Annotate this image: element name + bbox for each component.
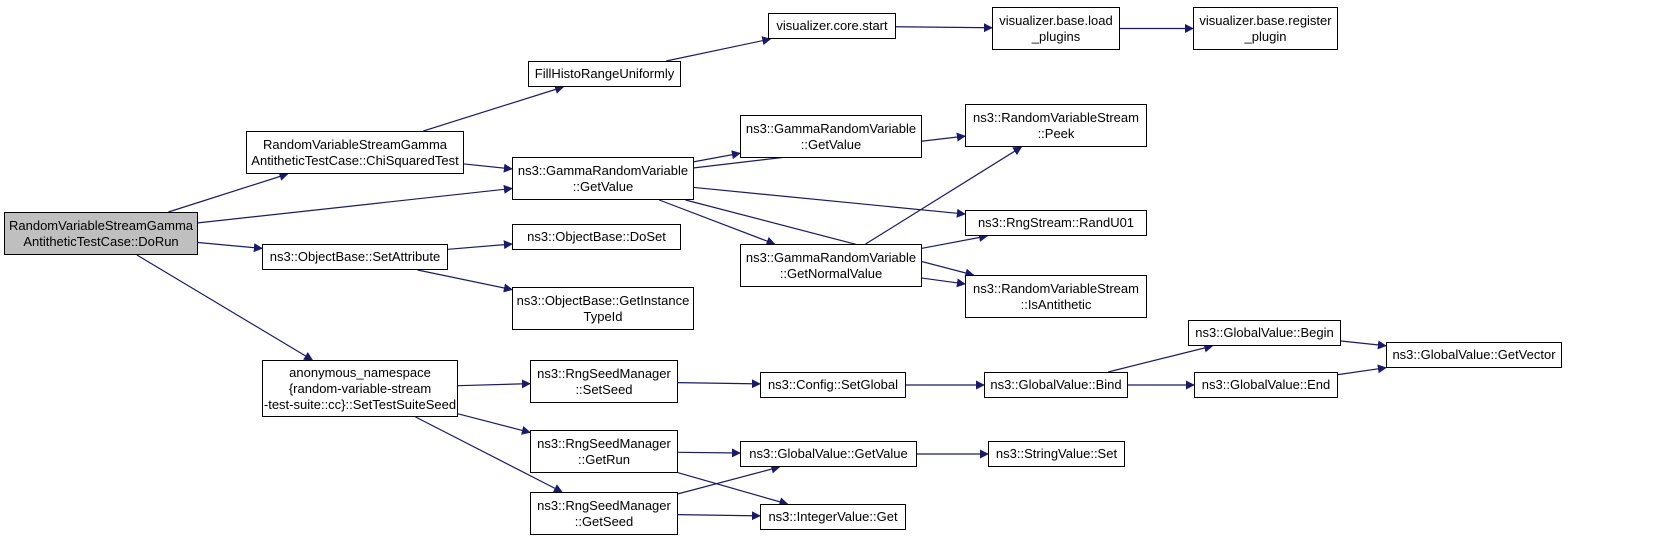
edge-gammagetvalue-to-isantithetic (685, 199, 975, 278)
node-label-line: ns3::GlobalValue::Begin (1195, 325, 1334, 340)
edge-dorun-to-setattr (197, 241, 263, 253)
edge-dorun-to-chisq (168, 172, 289, 213)
node-doset[interactable]: ns3::ObjectBase::DoSet (512, 224, 681, 250)
node-settestseed[interactable]: anonymous_namespace{random-variable-stre… (262, 360, 458, 417)
node-label-line: -test-suite::cc}::SetTestSuiteSeed (263, 396, 457, 412)
node-label-line: RandomVariableStreamGamma (9, 217, 193, 233)
node-label-line: ns3::StringValue::Set (995, 446, 1118, 461)
node-label-line: _plugin (1244, 28, 1287, 44)
node-label-line: _plugins (1031, 28, 1081, 44)
edge-dorun-to-settestseed (136, 254, 314, 361)
node-rngsetseed[interactable]: ns3::RngSeedManager::SetSeed (530, 360, 678, 403)
edge-gvbind-to-gvbegin (1107, 343, 1214, 373)
node-gammagetvalue2[interactable]: ns3::GammaRandomVariable::GetValue (740, 115, 922, 158)
node-label-line: visualizer.core.start (776, 18, 888, 33)
edge-setattr-to-doset (447, 240, 513, 250)
node-label-line: visualizer.base.register (1199, 12, 1332, 28)
edge-rngsetseed-to-configsetglobal (677, 379, 761, 389)
node-label-line: ::IsAntithetic (1020, 296, 1092, 312)
node-rvspeek[interactable]: ns3::RandomVariableStream::Peek (965, 104, 1147, 147)
node-rnggetseed[interactable]: ns3::RngSeedManager::GetSeed (530, 492, 678, 535)
node-intvalueget[interactable]: ns3::IntegerValue::Get (760, 504, 906, 530)
node-gvgetvalue[interactable]: ns3::GlobalValue::GetValue (740, 441, 917, 467)
node-label-line: AntitheticTestCase::ChiSquaredTest (251, 152, 459, 168)
node-label-line: ns3::ObjectBase::SetAttribute (269, 249, 441, 264)
node-fillhisto[interactable]: FillHistoRangeUniformly (528, 61, 681, 87)
node-label-line: ns3::ObjectBase::DoSet (527, 229, 666, 244)
node-label-line: RandomVariableStreamGamma (263, 136, 447, 152)
node-label-line: ::GetNormalValue (779, 265, 883, 281)
edge-gammagetvalue-to-gammagetvalue2 (693, 150, 741, 163)
node-label-line: ::GetValue (572, 178, 634, 194)
node-label-line: ns3::RngSeedManager (537, 365, 671, 381)
node-label-line: ns3::GlobalValue::Bind (990, 377, 1122, 392)
node-label-line: ns3::RandomVariableStream (973, 109, 1139, 125)
edge-gvend-to-gvgetvector (1337, 364, 1387, 376)
edge-settestseed-to-rnggetseed (415, 416, 563, 493)
node-rnggetrun[interactable]: ns3::RngSeedManager::GetRun (530, 430, 678, 473)
node-label-line: ns3::RngStream::RandU01 (977, 215, 1135, 230)
edge-setattr-to-getinstancetypeid (417, 269, 513, 293)
node-label-line: ns3::GammaRandomVariable (517, 162, 689, 178)
node-label-line: ns3::RandomVariableStream (973, 280, 1139, 296)
node-gvend[interactable]: ns3::GlobalValue::End (1194, 372, 1338, 398)
node-stringvalueset[interactable]: ns3::StringValue::Set (988, 441, 1125, 467)
node-setattr[interactable]: ns3::ObjectBase::SetAttribute (262, 244, 448, 270)
node-gammagetvalue[interactable]: ns3::GammaRandomVariable::GetValue (512, 157, 694, 200)
node-label-line: ns3::Config::SetGlobal (767, 377, 899, 392)
node-label-line: ns3::IntegerValue::Get (768, 509, 898, 524)
node-gvbind[interactable]: ns3::GlobalValue::Bind (984, 372, 1128, 398)
node-gvgetvector[interactable]: ns3::GlobalValue::GetVector (1386, 342, 1562, 368)
node-gvbegin[interactable]: ns3::GlobalValue::Begin (1188, 320, 1341, 346)
edge-settestseed-to-rnggetrun (457, 413, 531, 435)
node-gammagetnormal[interactable]: ns3::GammaRandomVariable::GetNormalValue (740, 244, 922, 287)
edge-rnggetseed-to-gvgetvalue (677, 464, 781, 495)
edge-gammagetvalue-to-gammagetnormal (659, 199, 776, 246)
node-label-line: ::GetRun (577, 451, 631, 467)
node-label-line: ns3::RngSeedManager (537, 497, 671, 513)
edge-gammagetvalue-to-randu01 (693, 186, 966, 218)
edge-gammagetnormal-to-rvspeek (865, 146, 1023, 245)
edge-chisq-to-fillhisto (423, 85, 565, 132)
edge-fillhisto-to-vizcorestart (665, 36, 772, 62)
node-label-line: ns3::ObjectBase::GetInstance (516, 292, 690, 308)
node-label-line: ns3::GlobalValue::GetVector (1392, 347, 1556, 362)
edge-gvbegin-to-gvgetvector (1340, 340, 1387, 350)
node-label-line: ::GetValue (800, 136, 862, 152)
node-label-line: AntitheticTestCase::DoRun (23, 233, 179, 249)
edge-vizcorestart-to-vizbaseload (895, 23, 993, 33)
edge-dorun-to-gammagetvalue (197, 184, 513, 224)
edge-settestseed-to-rngsetseed (457, 379, 531, 389)
edge-rnggetrun-to-gvgetvalue (677, 448, 741, 458)
node-label-line: anonymous_namespace (289, 364, 431, 380)
node-label-line: ns3::GammaRandomVariable (745, 120, 917, 136)
node-label-line: visualizer.base.load (999, 12, 1113, 28)
edge-rnggetseed-to-intvalueget (677, 511, 761, 521)
node-label-line: ::SetSeed (575, 381, 633, 397)
node-label-line: {random-variable-stream (288, 380, 432, 396)
node-label-line: ns3::RngSeedManager (537, 435, 671, 451)
node-label-line: ::Peek (1037, 125, 1075, 141)
node-label-line: ns3::GlobalValue::GetValue (749, 446, 908, 461)
edge-chisq-to-gammagetvalue (463, 163, 513, 173)
node-label-line: ns3::GlobalValue::End (1201, 377, 1331, 392)
node-vizbaseload[interactable]: visualizer.base.load_plugins (992, 7, 1120, 50)
node-label-line: ns3::GammaRandomVariable (745, 249, 917, 265)
node-vizbaseregister[interactable]: visualizer.base.register_plugin (1193, 7, 1338, 50)
node-configsetglobal[interactable]: ns3::Config::SetGlobal (760, 372, 906, 398)
edge-gammagetnormal-to-isantithetic (921, 277, 966, 288)
node-label-line: ::GetSeed (574, 513, 634, 529)
node-label-line: FillHistoRangeUniformly (534, 66, 675, 81)
node-label-line: TypeId (583, 308, 623, 324)
edge-gammagetnormal-to-randu01 (921, 233, 989, 249)
node-isantithetic[interactable]: ns3::RandomVariableStream::IsAntithetic (965, 275, 1147, 318)
node-randu01[interactable]: ns3::RngStream::RandU01 (965, 210, 1147, 236)
node-vizcorestart[interactable]: visualizer.core.start (768, 13, 896, 39)
edge-rnggetrun-to-intvalueget (677, 472, 789, 507)
